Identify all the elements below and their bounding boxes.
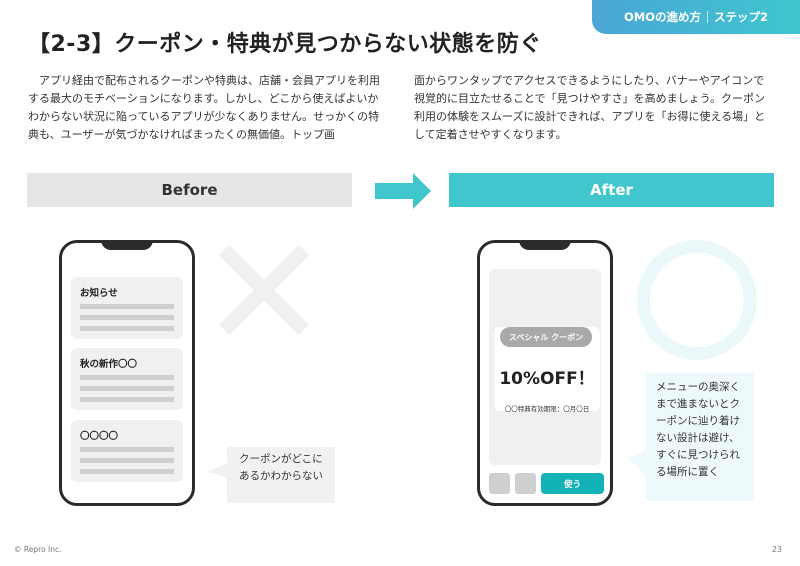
text-placeholder-line xyxy=(80,458,174,463)
divider xyxy=(706,11,708,23)
card-title: 〇〇〇〇 xyxy=(80,431,119,442)
arrow-right-icon xyxy=(375,173,431,209)
text-placeholder-line xyxy=(80,447,174,452)
tab-placeholder-button[interactable] xyxy=(515,473,536,494)
before-label-bar: Before xyxy=(27,173,352,207)
tab-placeholder-button[interactable] xyxy=(489,473,510,494)
generic-card: 〇〇〇〇 xyxy=(71,420,183,482)
use-coupon-button[interactable]: 使う xyxy=(541,473,604,494)
before-label: Before xyxy=(161,181,218,199)
text-placeholder-line xyxy=(80,469,174,474)
after-bubble-text: メニューの奥深くまで進まないとクーポンに辿り着けない設計は避け、すぐに見つけられ… xyxy=(656,381,740,478)
text-placeholder-line xyxy=(80,397,174,402)
new-item-card: 秋の新作〇〇 xyxy=(71,348,183,410)
speech-bubble-tail xyxy=(628,450,648,478)
coupon-badge-text: スペシャル クーポン xyxy=(508,332,584,342)
page-number: 23 xyxy=(771,545,782,554)
coupon-expiry: 〇〇特典有効期限：〇月〇日 xyxy=(504,405,590,413)
card-title: お知らせ xyxy=(80,288,118,299)
phone-notch xyxy=(519,240,571,250)
text-placeholder-line xyxy=(80,326,174,331)
phone-notch xyxy=(101,240,153,250)
text-placeholder-line xyxy=(80,375,174,380)
news-card: お知らせ xyxy=(71,277,183,339)
section-label: OMOの進め方 xyxy=(623,10,701,24)
step-label: ステップ2 xyxy=(713,10,768,24)
intro-paragraph-right: 面からワンタップでアクセスできるようにしたり、バナーやアイコンで視覚的に目立たせ… xyxy=(414,74,766,141)
coupon-discount-value: 10%OFF！ xyxy=(499,369,595,389)
circle-icon xyxy=(637,240,757,360)
card-title: 秋の新作〇〇 xyxy=(80,359,138,370)
after-label-bar: After xyxy=(449,173,774,207)
speech-bubble-tail xyxy=(207,462,229,478)
text-placeholder-line xyxy=(80,386,174,391)
after-speech-bubble: メニューの奥深くまで進まないとクーポンに辿り着けない設計は避け、すぐに見つけられ… xyxy=(646,373,754,501)
after-label: After xyxy=(590,181,633,199)
section-header-tab: OMOの進め方 ステップ2 xyxy=(592,0,800,34)
use-button-label: 使う xyxy=(563,479,581,490)
before-speech-bubble: クーポンがどこにあるかわからない xyxy=(227,447,335,503)
before-bubble-text: クーポンがどこにあるかわからない xyxy=(239,453,323,482)
text-placeholder-line xyxy=(80,315,174,320)
page-title: 【2-3】クーポン・特典が見つからない状態を防ぐ xyxy=(28,32,542,57)
copyright: © Repro Inc. xyxy=(14,545,62,554)
cross-icon xyxy=(218,244,310,336)
before-phone-mockup: お知らせ 秋の新作〇〇 〇〇〇〇 xyxy=(59,240,195,506)
after-phone-mockup: スペシャル クーポン 10%OFF！ 〇〇特典有効期限：〇月〇日 使う xyxy=(477,240,613,506)
coupon-badge: スペシャル クーポン xyxy=(500,327,592,347)
text-placeholder-line xyxy=(80,304,174,309)
intro-paragraph-left: アプリ経由で配布されるクーポンや特典は、店舗・会員アプリを利用する最大のモチベー… xyxy=(28,74,380,141)
